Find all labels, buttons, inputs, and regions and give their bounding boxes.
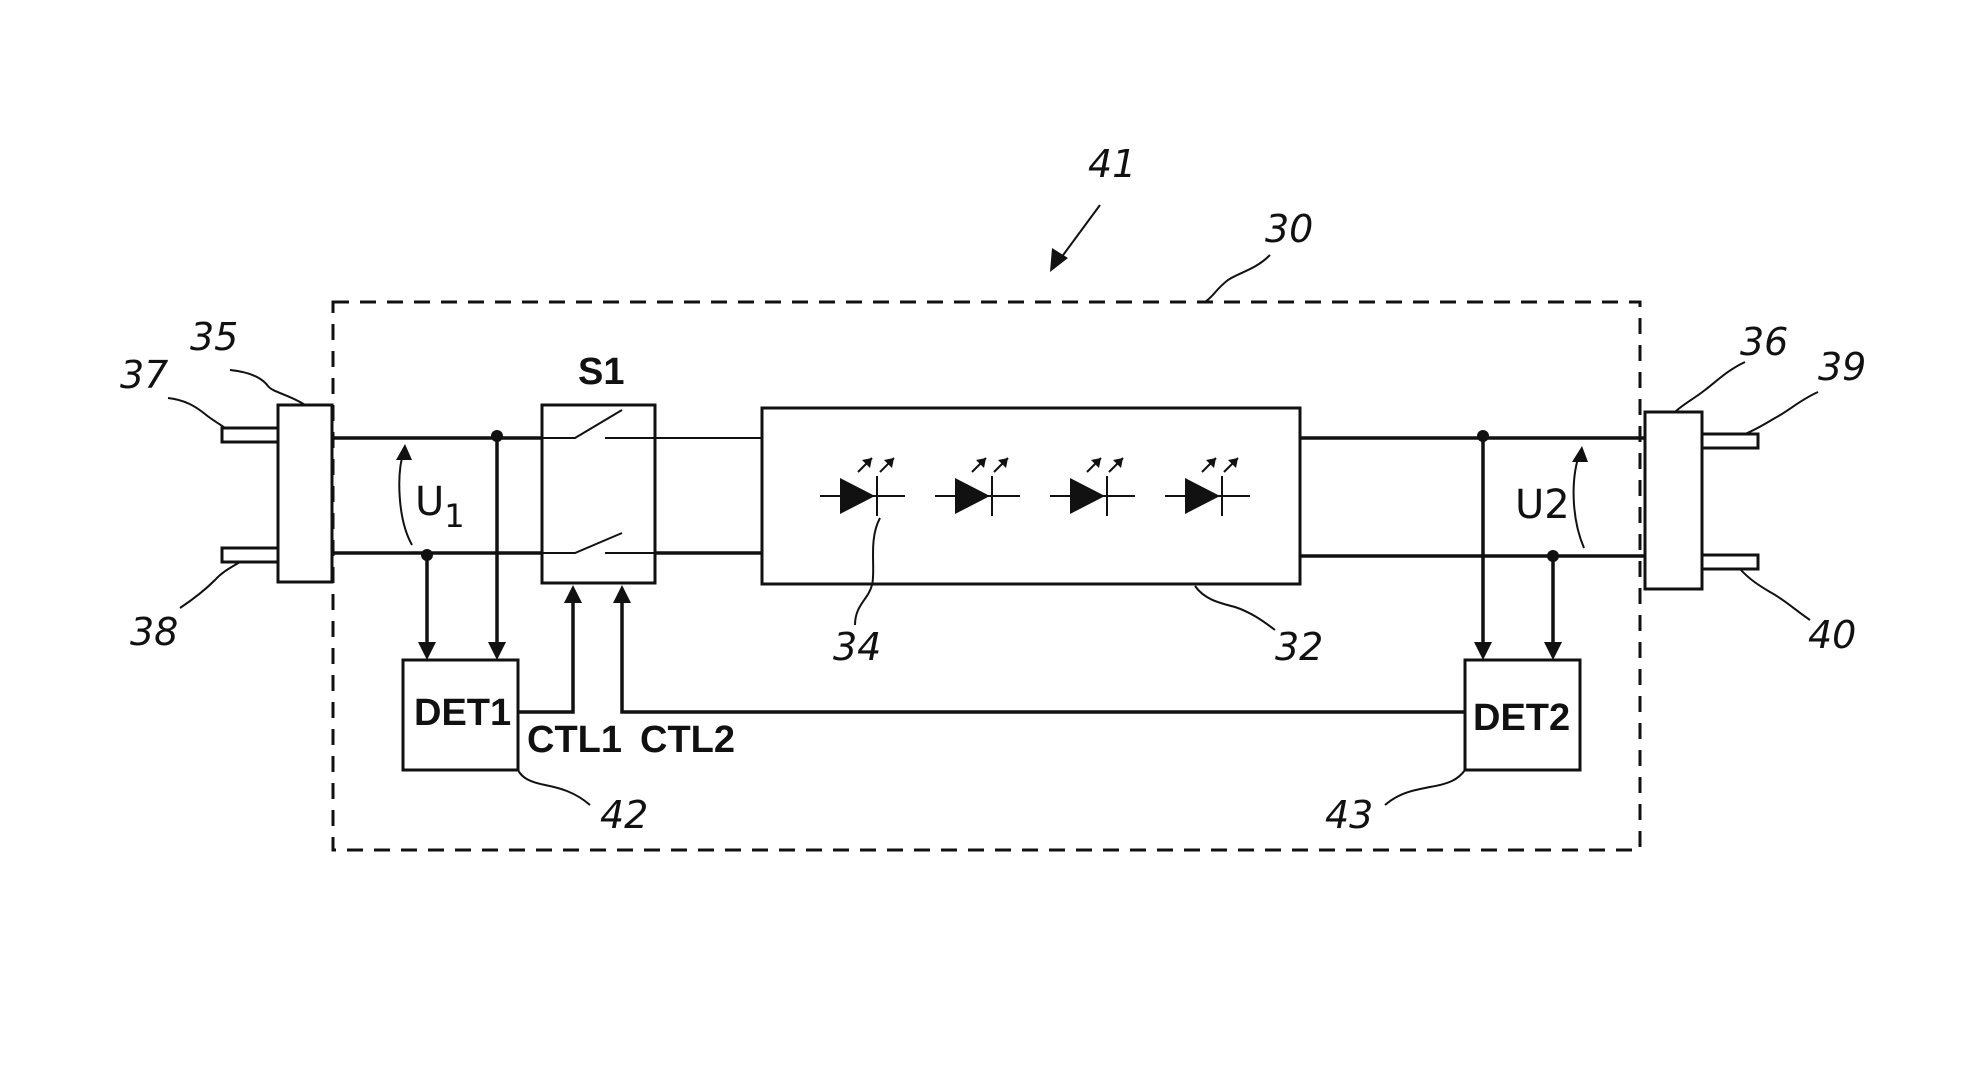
ref-42: 42 [600,793,648,837]
ref-40-leader [1740,569,1810,620]
det1-label: DET1 [414,692,511,734]
right-pin-bottom [1702,555,1758,569]
u2-arrow [1574,452,1584,548]
ref-41: 41 [1088,142,1136,186]
ref-42-leader [518,770,590,805]
u1-label: U1 [415,479,465,535]
u1-sub: 1 [444,497,464,535]
ref-43-leader [1385,770,1465,805]
left-pin-top [222,428,278,442]
ref-36-leader [1675,362,1745,412]
ref-41-arrow [1058,205,1100,262]
switch-s1-box [542,405,655,583]
ref-39-leader [1745,392,1818,434]
ref-32-leader [1195,586,1275,630]
ref-43: 43 [1325,793,1373,837]
left-pin-bottom [222,548,278,562]
ref-32: 32 [1275,625,1323,669]
ref-40: 40 [1808,613,1856,657]
right-end-cap [1645,412,1702,589]
u1-main: U [415,479,444,525]
ctl1-label: CTL1 [527,719,622,761]
ref-35-leader [230,370,305,405]
ref-38-leader [180,562,240,608]
left-end-cap [278,405,332,582]
right-pin-top [1702,434,1758,448]
ref-37: 37 [120,353,168,397]
ref-35: 35 [190,315,238,359]
switch-s1-label: S1 [578,351,624,393]
u1-arrow [399,450,412,545]
u2-label: U2 [1515,482,1570,528]
ctl2-line [622,600,1465,712]
ref-30-leader [1205,255,1270,302]
ref-30: 30 [1265,207,1313,251]
ref-38: 38 [130,610,178,654]
ref-37-leader [168,398,225,428]
ref-36: 36 [1740,320,1788,364]
det2-label: DET2 [1473,697,1570,739]
ctl2-label: CTL2 [640,719,735,761]
ref-34: 34 [833,625,881,669]
ctl1-line [518,600,573,712]
ref-39: 39 [1818,345,1866,389]
